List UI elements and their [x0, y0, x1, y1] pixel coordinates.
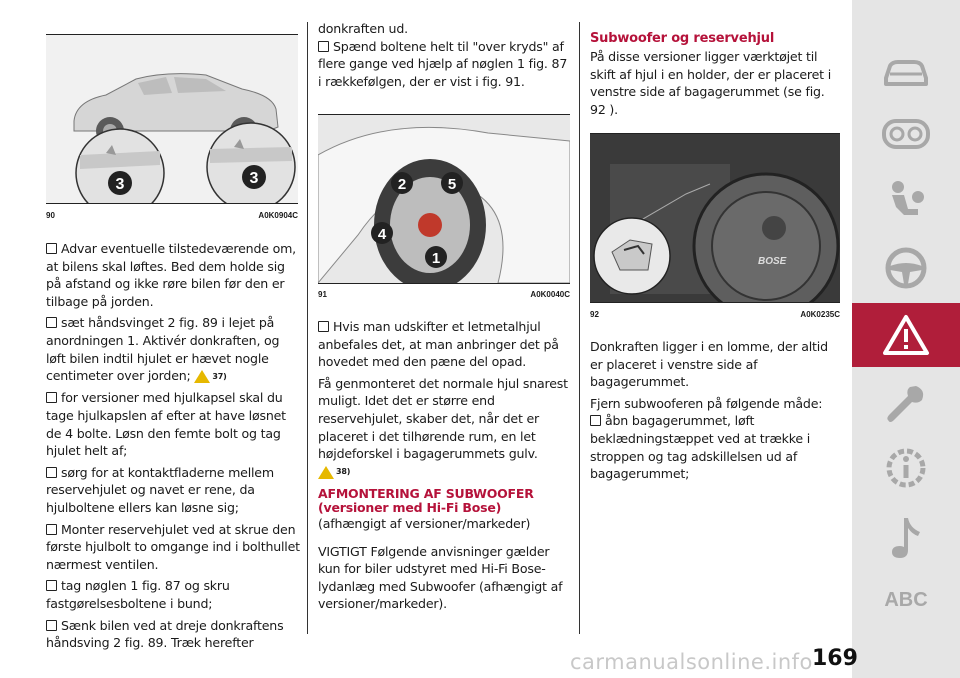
sidebar-item-multimedia[interactable] [852, 505, 960, 569]
abc-icon: ABC [884, 588, 928, 611]
airbag-icon [892, 181, 924, 215]
column-divider [579, 22, 580, 634]
paragraph: (afhængigt af versioner/markeder) [318, 516, 531, 532]
dashboard-icon [882, 119, 930, 149]
paragraph: På disse versioner ligger værktøjet til … [590, 49, 831, 117]
callout-2: 2 [391, 172, 413, 194]
car-side-illustration: 3 3 [73, 73, 296, 203]
page-number: 169 [812, 646, 858, 671]
svg-text:5: 5 [448, 176, 456, 193]
figure-92: BOSE [590, 133, 840, 303]
section-heading: Subwoofer og reservehjul [590, 31, 775, 46]
svg-text:1: 1 [432, 250, 440, 267]
wheel-bolts-illustration: 2 5 4 1 [318, 115, 570, 283]
music-icon [892, 518, 920, 558]
callout-1: 1 [425, 246, 447, 268]
bullet-paragraph: Monter reservehjulet ved at skrue den fø… [46, 521, 300, 572]
callout-3-right: 3 [242, 165, 266, 189]
car-icon [884, 60, 928, 86]
sidebar-item-index[interactable]: ABC [852, 578, 960, 622]
chapter-sidebar: ABC [852, 0, 960, 678]
bullet-paragraph: åbn bagagerummet, løft beklædningstæppet… [590, 412, 844, 482]
callout-5: 5 [441, 172, 463, 194]
paragraph: Fjern subwooferen på følgende måde: [590, 395, 823, 411]
warning-reference: 37) [194, 368, 227, 386]
column-2-top-text: donkraften ud. Spænd boltene helt til "o… [318, 20, 572, 94]
callout-4: 4 [371, 222, 393, 244]
steering-wheel-icon [885, 247, 927, 289]
figure-number: 92 [590, 310, 599, 319]
warning-triangle-icon [318, 465, 334, 479]
bullet-paragraph: Hvis man udskifter et letmetalhjul anbef… [318, 318, 572, 371]
figure-number: 90 [46, 211, 55, 220]
subwoofer-illustration: BOSE [590, 134, 840, 302]
paragraph: Få genmonteret det normale hjul snarest … [318, 375, 572, 481]
figure-91-caption: 91 A0K0040C [318, 290, 570, 299]
figure-code: A0K0235C [800, 310, 840, 319]
bullet-paragraph: Sænk bilen ved at dreje donkraftens hånd… [46, 617, 300, 652]
figure-code: A0K0904C [258, 211, 298, 220]
column-1-text: Advar eventuelle tilstedeværende om, at … [46, 240, 300, 656]
sidebar-item-driving[interactable] [852, 238, 960, 298]
watermark: carmanualsonline.info [570, 650, 813, 674]
column-2-text: Hvis man udskifter et letmetalhjul anbef… [318, 318, 572, 617]
warning-reference: 38) [318, 463, 350, 481]
sidebar-item-safety[interactable] [852, 166, 960, 236]
info-icon [886, 448, 926, 488]
bullet-paragraph: tag nøglen 1 fig. 87 og skru fastgørelse… [46, 577, 300, 612]
figure-91: 2 5 4 1 [318, 114, 570, 284]
figure-code: A0K0040C [530, 290, 570, 299]
svg-text:3: 3 [116, 176, 125, 193]
paragraph: VIGTIGT Følgende anvisninger gælder kun … [318, 543, 563, 612]
bullet-paragraph: Spænd boltene helt til "over kryds" af f… [318, 38, 572, 91]
bullet-paragraph: sørg for at kontaktfladerne mellem reser… [46, 464, 300, 517]
paragraph: donkraften ud. [318, 21, 408, 36]
figure-92-caption: 92 A0K0235C [590, 310, 840, 319]
column-divider [307, 22, 308, 634]
bullet-paragraph: Advar eventuelle tilstedeværende om, at … [46, 240, 300, 310]
sidebar-item-dashboard[interactable] [852, 104, 960, 164]
column-3-top-text: Subwoofer og reservehjul På disse versio… [590, 30, 844, 122]
bullet-paragraph: for versioner med hjulkapsel skal du tag… [46, 389, 300, 459]
sidebar-item-emergency[interactable] [852, 303, 960, 367]
figure-90-caption: 90 A0K0904C [46, 211, 298, 220]
figure-number: 91 [318, 290, 327, 299]
section-heading: AFMONTERING AF SUBWOOFER (versioner med … [318, 486, 534, 516]
sidebar-item-technical-data[interactable] [852, 436, 960, 500]
sidebar-item-maintenance[interactable] [852, 372, 960, 436]
svg-text:2: 2 [398, 176, 406, 193]
svg-text:4: 4 [378, 226, 387, 243]
bullet-paragraph: sæt håndsvinget 2 fig. 89 i lejet på ano… [46, 314, 300, 385]
svg-text:3: 3 [250, 170, 259, 187]
callout-3-left: 3 [108, 171, 132, 195]
column-3-text: Donkraften ligger i en lomme, der altid … [590, 338, 844, 487]
wrench-icon [887, 386, 924, 422]
bose-label: BOSE [758, 256, 787, 267]
warning-triangle-icon [194, 370, 211, 384]
sidebar-item-car[interactable] [852, 42, 960, 102]
warning-icon [883, 315, 929, 355]
figure-90: 3 3 [46, 34, 298, 204]
paragraph: Donkraften ligger i en lomme, der altid … [590, 339, 828, 390]
